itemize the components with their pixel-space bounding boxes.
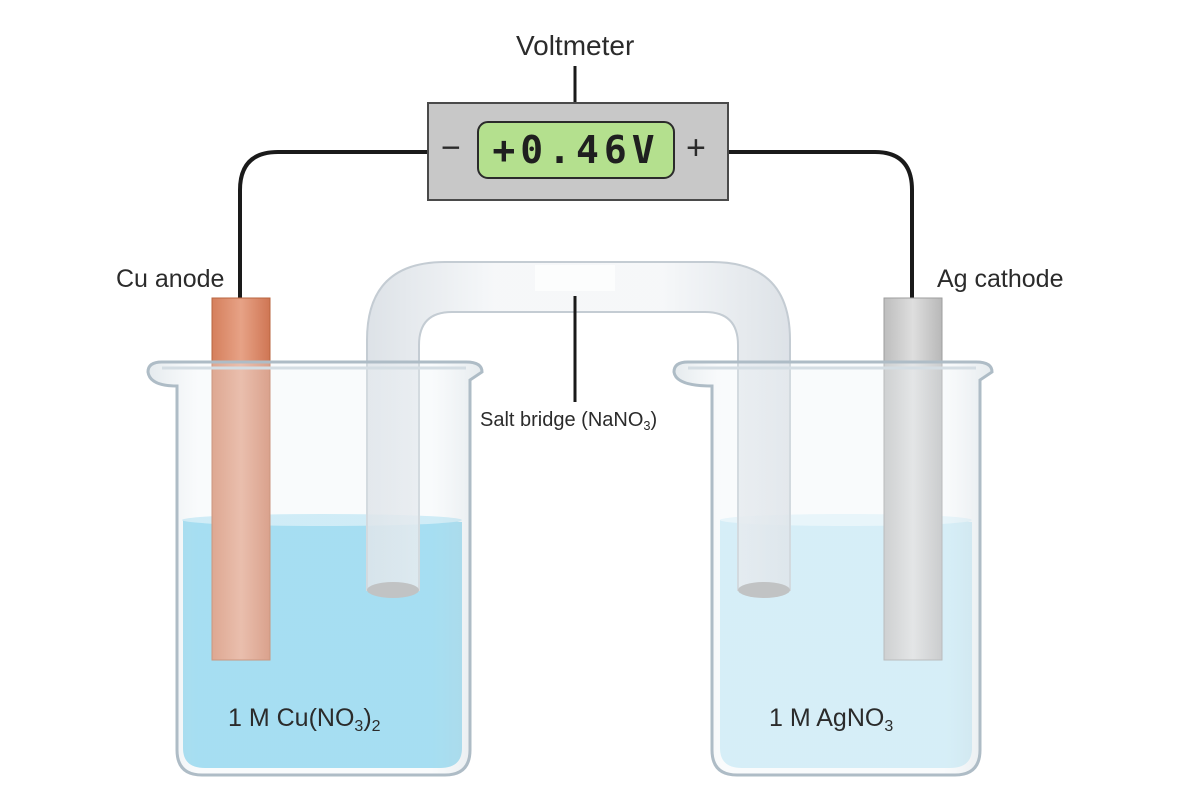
salt-bridge-label-end: ) — [650, 409, 658, 431]
negative-terminal-sign: − — [441, 129, 461, 167]
cu-solution-label: 1 M Cu(NO3)2 — [228, 704, 381, 736]
wire-left — [238, 150, 430, 300]
cu-solution-label-mid: ) — [363, 704, 372, 732]
voltmeter-label: Voltmeter — [516, 30, 635, 61]
ag-cathode-label: Ag cathode — [937, 265, 1064, 293]
cu-solution-label-subscript-2: 2 — [371, 717, 381, 735]
cu-solution-label-main: 1 M Cu(NO — [228, 704, 355, 732]
salt-bridge-label-main: Salt bridge (NaNO — [480, 409, 644, 431]
salt-bridge-label-subscript: 3 — [643, 417, 651, 433]
salt-bridge-label: Salt bridge (NaNO3) — [480, 409, 657, 433]
wire-right — [728, 150, 914, 300]
ag-solution-label: 1 M AgNO3 — [769, 704, 893, 736]
ag-solution-label-subscript: 3 — [884, 717, 894, 735]
salt-bridge-highlight — [535, 265, 615, 291]
ag-solution-label-main: 1 M AgNO — [769, 704, 885, 732]
voltmeter-display — [477, 121, 675, 179]
cu-solution-label-subscript-1: 3 — [354, 717, 364, 735]
ag-beaker — [672, 360, 994, 777]
cu-anode-label: Cu anode — [116, 265, 225, 293]
positive-terminal-sign: + — [686, 129, 706, 167]
cu-beaker — [146, 360, 484, 777]
voltmeter-reading: +0.46V — [492, 128, 660, 172]
